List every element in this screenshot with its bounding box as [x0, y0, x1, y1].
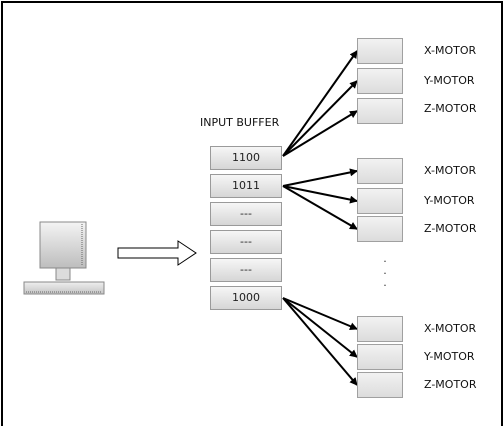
motor-label: Z-MOTOR	[424, 102, 477, 115]
fan-out-arrows	[282, 50, 358, 386]
motor-box	[357, 68, 403, 94]
motor-box	[357, 158, 403, 184]
buffer-row: ---	[210, 230, 282, 254]
motor-box	[357, 38, 403, 64]
input-buffer-title: INPUT BUFFER	[200, 116, 280, 129]
connector-arrow	[282, 168, 358, 187]
monitor-stand	[55, 267, 71, 281]
buffer-row: 1011	[210, 174, 282, 198]
computer-base	[23, 281, 105, 295]
motor-label: X-MOTOR	[424, 164, 477, 177]
connector-arrow	[282, 297, 358, 330]
motor-label: Y-MOTOR	[424, 350, 475, 363]
right-arrow-icon	[117, 240, 197, 266]
buffer-row: ---	[210, 258, 282, 282]
buffer-row: ---	[210, 202, 282, 226]
computer-icon	[23, 221, 105, 295]
group-ellipsis: · · ·	[383, 255, 387, 292]
motor-box	[357, 98, 403, 124]
motor-label: Z-MOTOR	[424, 222, 477, 235]
connector-arrow	[282, 297, 358, 358]
buffer-row: 1000	[210, 286, 282, 310]
motor-label: X-MOTOR	[424, 322, 477, 335]
connector-arrow	[282, 110, 358, 157]
connector-arrow	[282, 297, 358, 386]
connector-arrow	[282, 185, 358, 204]
monitor	[39, 221, 87, 269]
connector-arrow	[282, 185, 358, 230]
connector-arrow	[282, 80, 358, 157]
motor-box	[357, 372, 403, 398]
motor-box	[357, 344, 403, 370]
motor-box	[357, 188, 403, 214]
motor-label: Y-MOTOR	[424, 74, 475, 87]
buffer-row: 1100	[210, 146, 282, 170]
motor-box	[357, 316, 403, 342]
motor-label: Z-MOTOR	[424, 378, 477, 391]
motor-box	[357, 216, 403, 242]
motor-label: X-MOTOR	[424, 44, 477, 57]
connector-arrow	[282, 50, 358, 157]
motor-label: Y-MOTOR	[424, 194, 475, 207]
